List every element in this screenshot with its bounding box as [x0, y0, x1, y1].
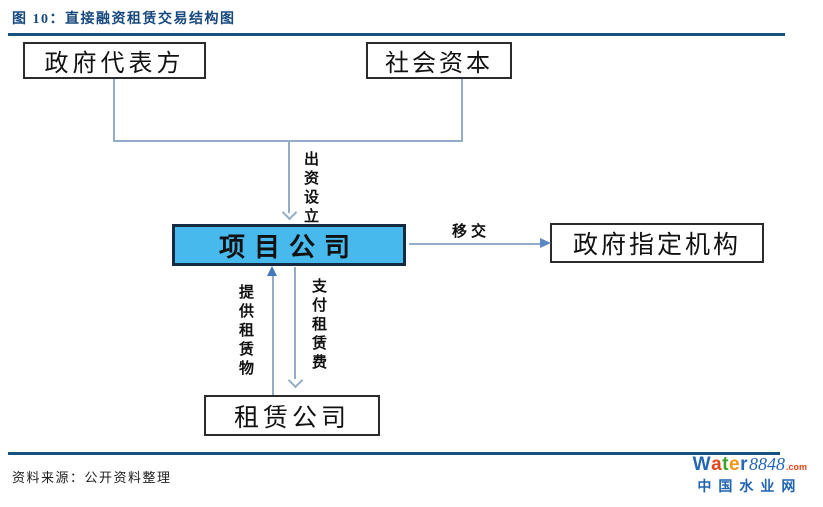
- logo-site-name: 中国水业网: [697, 478, 803, 494]
- footer-divider: [8, 452, 780, 455]
- connector-social-capital-down-line: [461, 79, 463, 141]
- node-government-representative-label: 政府代表方: [44, 51, 185, 77]
- connector-pay-lease-fee-line: [294, 267, 296, 379]
- node-government-designated-agency-label: 政府指定机构: [572, 232, 741, 259]
- connector-gov-rep-down-line: [113, 79, 115, 141]
- connector-transfer-line: [409, 243, 541, 245]
- logo-domain-suffix: .com: [785, 462, 807, 472]
- logo-letter: W: [692, 454, 712, 475]
- node-leasing-company: 租赁公司: [204, 395, 380, 436]
- connector-provide-assets-line: [272, 275, 274, 395]
- node-project-company-label: 项目公司: [218, 232, 359, 262]
- node-government-representative: 政府代表方: [23, 42, 206, 79]
- node-leasing-company-label: 租赁公司: [233, 404, 350, 432]
- title-divider: [8, 33, 785, 36]
- logo-letter: e: [729, 454, 741, 475]
- edge-label-invest-establish: 出资设立: [302, 151, 318, 227]
- node-social-capital-label: 社会资本: [385, 51, 493, 77]
- edge-label-transfer: 移交: [452, 224, 491, 240]
- figure-title: 图 10：直接融资租赁交易结构图: [12, 12, 236, 27]
- edge-label-provide-leased-assets: 提供租赁物: [237, 284, 253, 379]
- arrow-down-head-icon: [281, 204, 298, 221]
- arrow-up-head-icon: [267, 266, 277, 276]
- water8848-wordmark: W a t e r 8848 .com: [693, 455, 807, 474]
- logo-letter: t: [722, 454, 729, 475]
- arrow-down-head-icon: [287, 372, 304, 389]
- water8848-logo: W a t e r 8848 .com 中国水业网: [693, 455, 807, 496]
- logo-number: 8848: [748, 454, 785, 474]
- arrow-right-head-icon: [540, 238, 551, 248]
- logo-letter: a: [711, 454, 723, 475]
- node-government-designated-agency: 政府指定机构: [550, 223, 764, 263]
- source-note: 资料来源：公开资料整理: [12, 470, 172, 485]
- node-project-company: 项目公司: [172, 224, 406, 266]
- node-social-capital: 社会资本: [366, 42, 512, 79]
- logo-letter: r: [740, 454, 748, 475]
- connector-invest-establish-line: [288, 141, 290, 213]
- edge-label-pay-lease-fee: 支付租赁费: [310, 278, 326, 373]
